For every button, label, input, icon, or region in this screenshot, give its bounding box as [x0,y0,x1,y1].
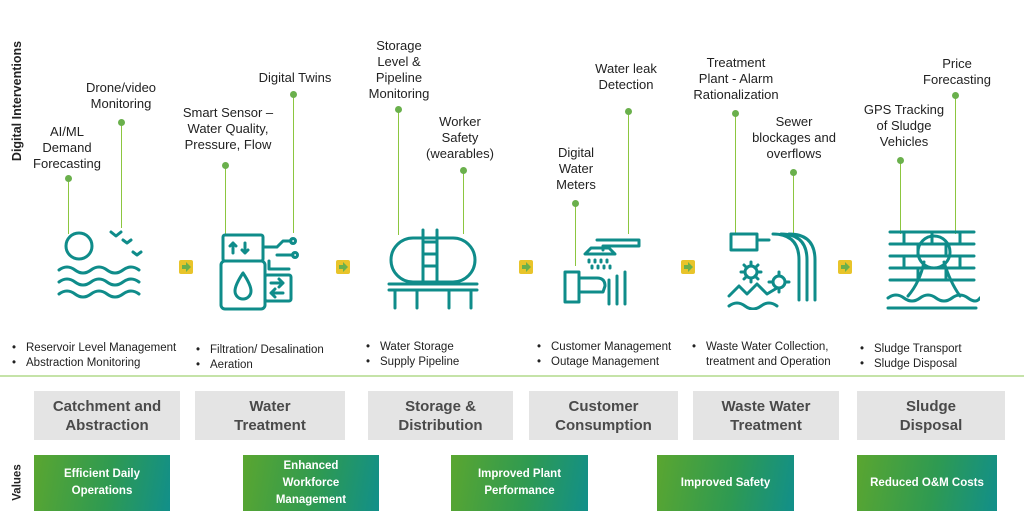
sewer-pipes-gears-icon [727,232,817,310]
connector-line [793,173,794,233]
bullet-item: Outage Management [533,355,671,370]
section-divider [0,375,1024,377]
storage-tank-icon [387,228,479,310]
connector-line [955,96,956,234]
connector-line [225,166,226,236]
bullet-list: Customer Management Outage Management [533,340,671,370]
connector-line [900,161,901,234]
connector-dot [897,157,904,164]
bullet-item: Sludge Disposal [856,357,962,372]
shower-hand-icon [563,238,641,306]
bullet-item: Water Storage [362,340,459,355]
flow-arrow-icon [336,260,350,274]
connector-line [68,179,69,234]
connector-line [628,112,629,234]
connector-line [735,114,736,234]
flow-arrow-icon [838,260,852,274]
stage-storage: Storage &Distribution [368,391,513,440]
connector-dot [952,92,959,99]
reservoir-lake-icon [57,230,143,299]
bullet-item: Waste Water Collection, [688,340,831,355]
connector-dot [395,106,402,113]
bullet-item: Filtration/ Desalination [192,343,324,358]
flow-arrow-icon [519,260,533,274]
bullet-item: Reservoir Level Management [8,341,176,356]
water-treatment-unit-icon [219,233,299,311]
bullet-item: Customer Management [533,340,671,355]
connector-line [575,204,576,266]
bullet-item: Supply Pipeline [362,355,459,370]
sludge-outfall-icon [886,230,980,310]
connector-line [293,95,294,233]
bullet-item: Sludge Transport [856,342,962,357]
connector-dot [732,110,739,117]
values-label: Values [11,464,24,501]
intervention-digital-twins: Digital Twins [258,70,332,85]
connector-dot [290,91,297,98]
bullet-list: Reservoir Level Management Abstraction M… [8,341,176,371]
flow-arrow-icon [681,260,695,274]
intervention-smart-sensor: Smart Sensor –Water Quality,Pressure, Fl… [182,105,274,152]
bullet-item: treatment and Operation [706,356,831,368]
connector-dot [625,108,632,115]
bullet-list: Filtration/ Desalination Aeration [192,343,324,373]
bullet-item: Aeration [192,358,324,373]
connector-dot [222,162,229,169]
connector-line [121,123,122,228]
flow-arrow-icon [179,260,193,274]
connector-line [398,110,399,235]
bullet-item: Abstraction Monitoring [8,356,176,371]
bullet-list: Sludge Transport Sludge Disposal [856,342,962,372]
connector-dot [65,175,72,182]
bullet-list: Water Storage Supply Pipeline [362,340,459,370]
connector-dot [118,119,125,126]
connector-dot [790,169,797,176]
value-reduced-costs: Reduced O&M Costs [857,455,997,511]
bullet-list: Waste Water Collection, treatment and Op… [688,340,831,370]
connector-dot [572,200,579,207]
value-improved-safety: Improved Safety [657,455,794,511]
connector-dot [460,167,467,174]
connector-line [463,171,464,234]
